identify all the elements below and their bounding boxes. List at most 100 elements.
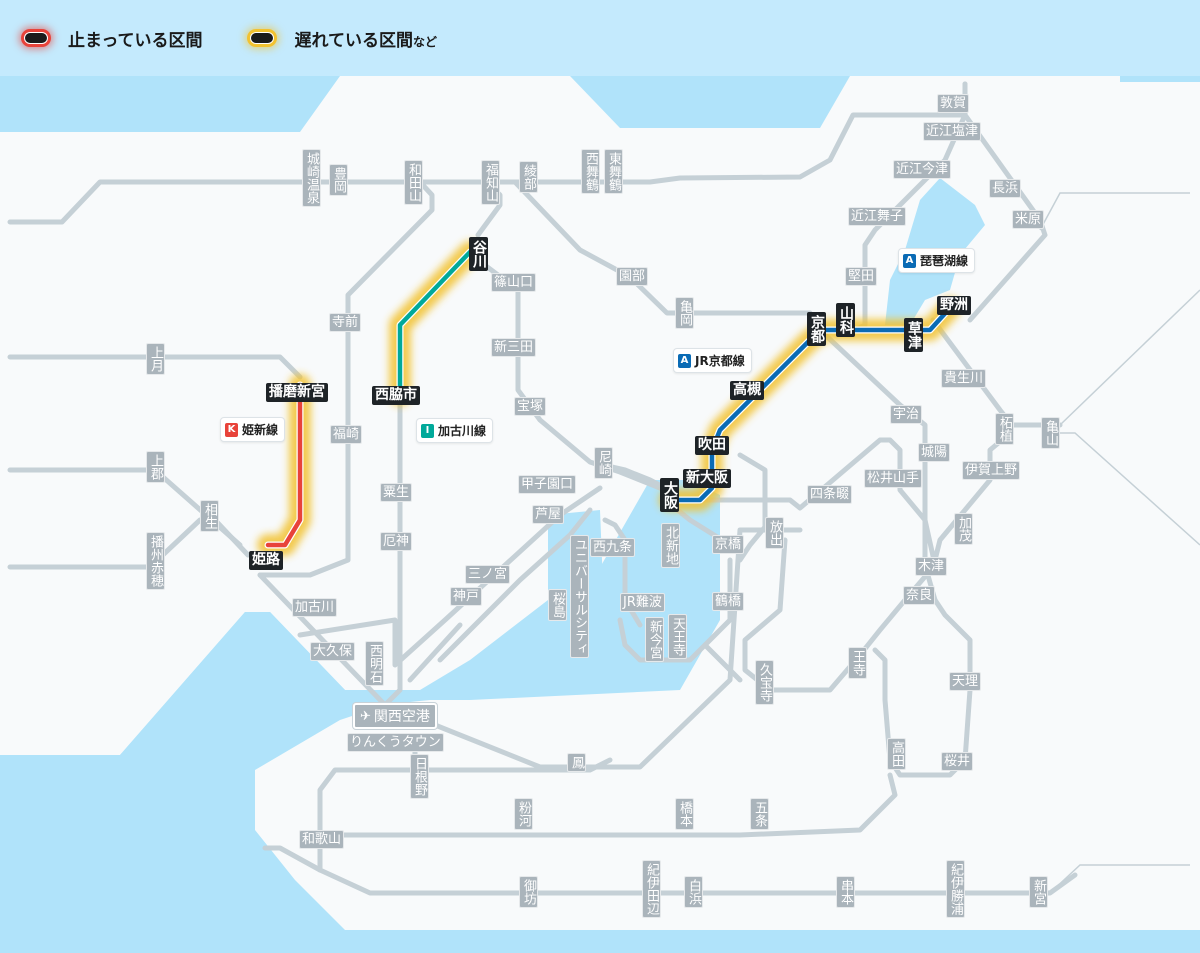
- station-universalcity[interactable]: ユニバーサルシティ: [570, 535, 589, 658]
- station-shingu[interactable]: 新宮: [1029, 876, 1048, 908]
- station-shinsanda[interactable]: 新三田: [491, 338, 537, 357]
- station-iga-ueno[interactable]: 伊賀上野: [962, 461, 1021, 480]
- station-omishiotsu[interactable]: 近江塩津: [923, 122, 982, 141]
- station-wakayama[interactable]: 和歌山: [299, 830, 345, 849]
- station-gobo[interactable]: 御坊: [519, 876, 538, 908]
- station-harimashingu[interactable]: 播磨新宮: [266, 383, 328, 402]
- station-takada[interactable]: 高田: [887, 738, 906, 770]
- station-gojo[interactable]: 五条: [750, 798, 769, 830]
- station-kamigori[interactable]: 上郡: [146, 451, 165, 483]
- station-tsuruga[interactable]: 敦賀: [937, 94, 970, 113]
- station-kameoka[interactable]: 亀岡: [675, 297, 694, 329]
- station-kyuhoji[interactable]: 久宝寺: [755, 660, 774, 705]
- station-kameyama[interactable]: 亀山: [1041, 417, 1060, 449]
- station-nishimaizuru[interactable]: 西舞鶴: [581, 149, 600, 194]
- station-ao[interactable]: 粟生: [380, 483, 413, 502]
- station-osaka[interactable]: 大阪: [660, 478, 679, 512]
- station-joyo[interactable]: 城陽: [918, 443, 951, 462]
- station-fukusaki[interactable]: 福崎: [330, 425, 363, 444]
- station-kusatsu[interactable]: 草津: [904, 318, 923, 352]
- station-aioi[interactable]: 相生: [200, 500, 219, 532]
- station-nishiwakishi[interactable]: 西脇市: [372, 386, 420, 405]
- station-jrnamba[interactable]: JR難波: [620, 593, 665, 612]
- station-takatsuki[interactable]: 高槻: [730, 381, 764, 400]
- station-takarazuka[interactable]: 宝塚: [514, 397, 547, 416]
- station-himeji[interactable]: 姫路: [249, 551, 283, 570]
- line-badge-jr-kyoto[interactable]: A JR京都線: [673, 348, 752, 373]
- station-shijonawate[interactable]: 四条畷: [807, 485, 853, 504]
- station-oji[interactable]: 王寺: [848, 647, 867, 679]
- station-tsuge[interactable]: 柘植: [995, 413, 1014, 445]
- station-sasayamaguchi[interactable]: 篠山口: [491, 273, 537, 292]
- station-shirahama[interactable]: 白浜: [684, 876, 703, 908]
- station-yakujin[interactable]: 厄神: [380, 532, 413, 551]
- station-omiimazu[interactable]: 近江今津: [893, 160, 952, 179]
- delayed-swatch-icon: [250, 32, 275, 44]
- station-ayabe[interactable]: 綾部: [519, 161, 538, 193]
- station-kokawa[interactable]: 粉河: [514, 798, 533, 830]
- station-kakogawa[interactable]: 加古川: [292, 598, 338, 617]
- station-nara[interactable]: 奈良: [903, 586, 936, 605]
- station-sannomiya[interactable]: 三ノ宮: [465, 565, 511, 584]
- line-code-icon: A: [678, 353, 691, 368]
- station-matsuiyamate[interactable]: 松井山手: [864, 469, 923, 488]
- station-hanaten[interactable]: 放出: [765, 517, 784, 549]
- station-kinosakionsen[interactable]: 城崎温泉: [302, 149, 321, 207]
- station-nishiakashi[interactable]: 西明石: [365, 641, 384, 686]
- airport-name: 関西空港: [373, 709, 430, 725]
- station-tsuruhashi[interactable]: 鶴橋: [712, 592, 745, 611]
- station-kiitanabe[interactable]: 紀伊田辺: [642, 860, 661, 918]
- station-kobe[interactable]: 神戸: [450, 587, 483, 606]
- station-higashimaizuru[interactable]: 東舞鶴: [604, 149, 623, 194]
- station-shinimamiya[interactable]: 新今宮: [645, 617, 664, 662]
- station-okubo[interactable]: 大久保: [310, 642, 356, 661]
- station-kiikatsuura[interactable]: 紀伊勝浦: [946, 860, 965, 918]
- station-amagasaki[interactable]: 尼崎: [594, 447, 613, 479]
- line-badge-kishin[interactable]: K 姫新線: [220, 417, 286, 442]
- station-kitashinchi[interactable]: 北新地: [661, 523, 680, 568]
- line-name: 加古川線: [438, 424, 487, 438]
- station-nagahama[interactable]: 長浜: [989, 179, 1022, 198]
- station-otori[interactable]: 鳳: [567, 753, 586, 772]
- legend-bar: 止まっている区間 遅れている区間など: [0, 0, 1200, 76]
- station-kizu[interactable]: 木津: [915, 557, 948, 576]
- station-yamashina[interactable]: 山科: [836, 303, 855, 337]
- station-kozuki[interactable]: 上月: [146, 343, 165, 375]
- station-kibukawa[interactable]: 貴生川: [941, 369, 987, 388]
- station-toyooka[interactable]: 豊岡: [329, 164, 348, 196]
- station-kamo[interactable]: 加茂: [954, 513, 973, 545]
- station-kyobashi[interactable]: 京橋: [712, 535, 745, 554]
- station-kushimoto[interactable]: 串本: [836, 876, 855, 908]
- station-bansyuako[interactable]: 播州赤穂: [146, 532, 165, 590]
- station-nishikujo[interactable]: 西九条: [590, 538, 636, 557]
- station-hashimoto[interactable]: 橋本: [675, 798, 694, 830]
- station-koshienguchi[interactable]: 甲子園口: [518, 475, 577, 494]
- legend-stopped-label: 止まっている区間: [68, 30, 203, 51]
- airport-kansai[interactable]: ✈ 関西空港: [353, 703, 437, 729]
- station-wadayama[interactable]: 和田山: [404, 160, 423, 205]
- station-tenri[interactable]: 天理: [949, 672, 982, 691]
- station-sakurajima[interactable]: 桜島: [548, 589, 567, 621]
- legend-stopped: 止まっている区間: [24, 26, 202, 51]
- station-ashiya[interactable]: 芦屋: [532, 505, 565, 524]
- station-omimaiko[interactable]: 近江舞子: [848, 207, 907, 226]
- station-sakurai[interactable]: 桜井: [941, 752, 974, 771]
- station-tanikawa[interactable]: 谷川: [469, 237, 488, 271]
- line-code-icon: I: [421, 423, 434, 438]
- stopped-swatch-icon: [24, 32, 48, 44]
- station-hineno[interactable]: 日根野: [410, 754, 429, 799]
- station-uji[interactable]: 宇治: [890, 405, 923, 424]
- station-fukuchiyama[interactable]: 福知山: [481, 160, 500, 205]
- station-katata[interactable]: 堅田: [845, 267, 878, 286]
- station-terasaki[interactable]: 寺前: [329, 313, 362, 332]
- station-shinosaka[interactable]: 新大阪: [683, 469, 731, 488]
- station-kyoto[interactable]: 京都: [807, 312, 826, 346]
- station-suita[interactable]: 吹田: [695, 436, 729, 455]
- station-tennoji[interactable]: 天王寺: [668, 614, 687, 659]
- line-badge-kakogawa[interactable]: I 加古川線: [416, 418, 494, 443]
- station-yasu[interactable]: 野洲: [937, 296, 971, 315]
- station-sonobe[interactable]: 園部: [616, 267, 649, 286]
- line-badge-biwako[interactable]: A 琵琶湖線: [898, 248, 976, 273]
- station-maibara[interactable]: 米原: [1012, 210, 1045, 229]
- station-rinku[interactable]: りんくうタウン: [347, 733, 444, 752]
